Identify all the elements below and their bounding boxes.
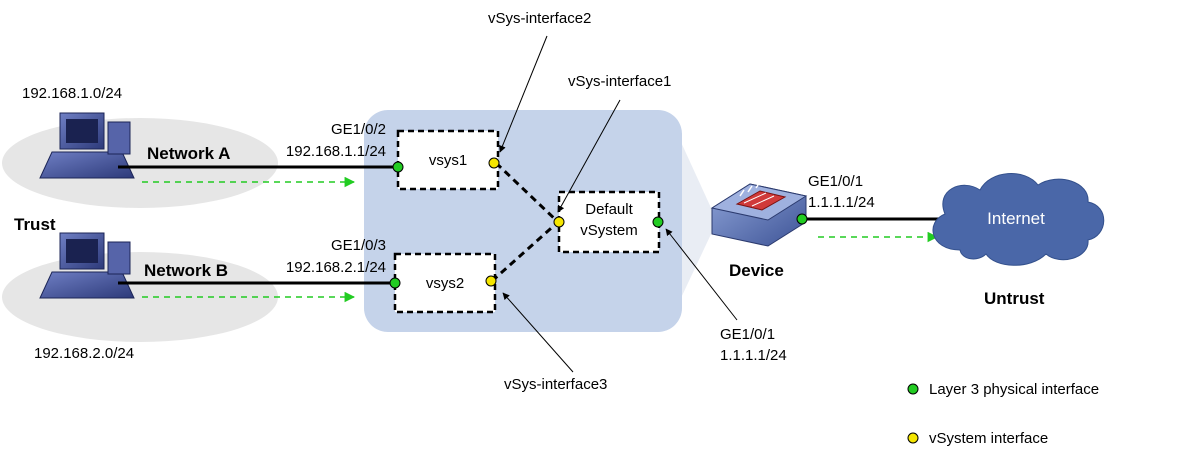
ge102-ip: 192.168.1.1/24 [286,143,386,160]
legend-vsystem-label: vSystem interface [929,430,1048,447]
internet-label: Internet [987,209,1045,228]
device-ge101-interface-dot [796,213,808,225]
ge101-top-name: GE1/0/1 [808,173,863,190]
ge103-ip: 192.168.2.1/24 [286,259,386,276]
device-label: Device [729,261,784,280]
legend-physical-label: Layer 3 physical interface [929,381,1099,398]
ge102-name: GE1/0/2 [331,121,386,138]
default-vsystem-box [557,190,661,254]
network-a-subnet: 192.168.1.0/24 [22,85,122,102]
vsys1-interface-dot [488,157,500,169]
internet-cloud [932,173,1105,266]
legend-physical-dot [907,383,919,395]
vsys1-to-default-link [494,161,560,224]
legend-vsystem-dot [907,432,919,444]
ge102-interface-dot [392,161,404,173]
default-vsystem-label-2: vSystem [580,222,638,239]
callout-vsys-if3 [502,292,574,373]
network-b-label: Network B [144,261,228,280]
ge103-interface-dot [389,277,401,289]
vsys1-box [396,129,500,191]
ge103-name: GE1/0/3 [331,237,386,254]
untrust-zone-label: Untrust [984,289,1045,308]
callout-ge101-bottom [665,228,738,321]
vsys2-interface-dot [485,275,497,287]
callout-vsys-if1 [557,99,621,213]
network-a-label: Network A [147,144,230,163]
network-b-subnet: 192.168.2.0/24 [34,345,134,362]
ge101-top-ip: 1.1.1.1/24 [808,194,875,211]
vsys2-to-default-link [491,220,559,283]
pc-icon-network-a [39,112,135,179]
default-vsys-interface-dot [553,216,565,228]
vsys2-label: vsys2 [426,275,464,292]
vsys1-label: vsys1 [429,152,467,169]
pc-icon-network-b [39,232,135,299]
default-ge101-interface-dot [652,216,664,228]
trust-zone-label: Trust [14,215,56,234]
network-a-zone [2,118,278,208]
vsys-interface2-label: vSys-interface2 [488,10,591,27]
device-zoom-callout [680,140,712,300]
ge101-bottom-name: GE1/0/1 [720,326,775,343]
ge101-bottom-ip: 1.1.1.1/24 [720,347,787,364]
callout-vsys-if2 [499,35,548,153]
vsys-interface1-label: vSys-interface1 [568,73,671,90]
default-vsystem-label-1: Default [585,201,633,218]
firewall-device-icon [710,181,808,247]
vsys2-box [393,252,497,314]
vsys-interface3-label: vSys-interface3 [504,376,607,393]
